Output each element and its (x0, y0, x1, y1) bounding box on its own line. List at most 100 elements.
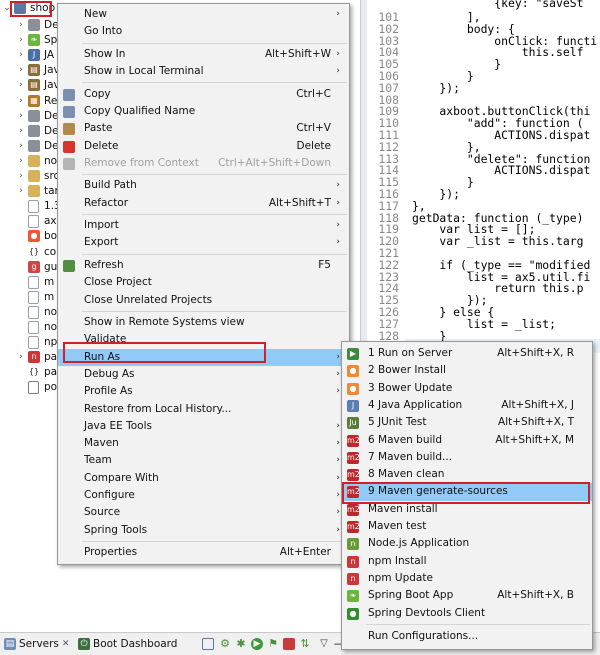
servers-tab-close-icon[interactable]: ✕ (62, 639, 70, 649)
boot-dashboard-tab-label[interactable]: Boot Dashboard (93, 638, 178, 650)
menu-item-copy-qualified-name[interactable]: Copy Qualified Name (58, 103, 349, 120)
profile-icon[interactable]: ⚑ (268, 637, 278, 650)
menu-item-profile-as[interactable]: Profile As› (58, 383, 349, 400)
menu-item-run-as[interactable]: Run As› (58, 348, 349, 366)
menu-item-export[interactable]: Export› (58, 234, 349, 251)
servers-tab-label[interactable]: Servers (19, 638, 59, 650)
menu-item-show-in-local-terminal[interactable]: Show in Local Terminal› (58, 63, 349, 80)
menu-item-close-project[interactable]: Close Project (58, 274, 349, 291)
menu-item-compare-with[interactable]: Compare With› (58, 470, 349, 487)
tree-item-project[interactable]: ⌄shop (0, 1, 360, 16)
tree-item[interactable]: {}pa (0, 365, 60, 380)
menu-item-validate[interactable]: Validate (58, 331, 349, 348)
tree-item[interactable]: ›▦Re (0, 94, 60, 109)
menu-item-go-into[interactable]: Go Into (58, 23, 349, 40)
menu-item-run-configurations[interactable]: Run Configurations... (342, 628, 592, 645)
tree-item-label: De (44, 124, 59, 137)
menu-item-source[interactable]: Source› (58, 504, 349, 521)
new-server-icon[interactable] (202, 638, 214, 650)
tree-item[interactable]: ›tar (0, 184, 60, 199)
tree-item[interactable]: ›De (0, 139, 60, 154)
publish-icon[interactable]: ⇅ (300, 637, 310, 650)
menu-item-spring-devtools-client[interactable]: ●Spring Devtools Client (342, 605, 592, 622)
chevron-right-icon[interactable]: › (19, 140, 23, 151)
tree-item[interactable]: no (0, 305, 60, 320)
tree-item[interactable]: ›❧Sp (0, 33, 60, 48)
tree-item[interactable]: m (0, 275, 60, 290)
chevron-right-icon[interactable]: › (19, 95, 23, 106)
chevron-right-icon[interactable]: › (19, 80, 23, 91)
minimize-icon[interactable]: − (332, 637, 344, 651)
tree-item[interactable]: ›no (0, 154, 60, 169)
tree-item[interactable]: ›src (0, 169, 60, 184)
tree-item[interactable]: ›▤Jav (0, 63, 60, 78)
menu-item-team[interactable]: Team› (58, 452, 349, 469)
tree-item[interactable]: › De (0, 124, 60, 139)
chevron-right-icon[interactable]: › (19, 65, 23, 76)
menu-item-close-unrelated-projects[interactable]: Close Unrelated Projects (58, 292, 349, 309)
menu-item-show-in-remote-systems-view[interactable]: Show in Remote Systems view (58, 314, 349, 331)
tree-item[interactable]: ●bo (0, 229, 60, 244)
menu-item-java-ee-tools[interactable]: Java EE Tools› (58, 418, 349, 435)
chevron-right-icon[interactable]: › (19, 171, 23, 181)
chevron-right-icon[interactable]: › (19, 35, 23, 46)
tree-item[interactable]: 1.3 (0, 199, 61, 214)
view-menu-icon[interactable]: ▽ (320, 638, 328, 649)
debug-icon[interactable]: ✱ (236, 637, 246, 650)
tree-item[interactable]: np (0, 335, 60, 350)
run-icon[interactable]: ▶ (251, 638, 263, 650)
tree-item[interactable]: ›De (0, 18, 60, 33)
stop-icon[interactable] (283, 638, 295, 650)
menu-item-configure[interactable]: Configure› (58, 487, 349, 504)
tree-item[interactable]: ›▤Jav (0, 78, 60, 93)
tree-item[interactable]: ›De (0, 109, 60, 124)
menu-item-new[interactable]: New› (58, 6, 349, 23)
tree-item[interactable]: {}co (0, 245, 60, 260)
menu-item-2-bower-install[interactable]: ●2 Bower Install (342, 362, 592, 379)
menu-item-import[interactable]: Import› (58, 217, 349, 234)
menu-item-3-bower-update[interactable]: ●3 Bower Update (342, 380, 592, 397)
chevron-right-icon[interactable]: › (19, 155, 23, 166)
chevron-down-icon[interactable]: ⌄ (3, 3, 11, 13)
chevron-right-icon[interactable]: › (19, 110, 23, 121)
chevron-right-icon[interactable]: › (19, 20, 23, 30)
menu-item-restore-from-local-history[interactable]: Restore from Local History... (58, 401, 349, 418)
tree-item[interactable]: m (0, 290, 60, 305)
chevron-right-icon[interactable]: › (19, 50, 23, 61)
menu-item-build-path[interactable]: Build Path› (58, 177, 349, 194)
tree-item[interactable]: ax (0, 214, 60, 229)
menu-item-spring-tools[interactable]: Spring Tools› (58, 522, 349, 539)
chevron-right-icon[interactable]: › (19, 186, 23, 197)
menu-item-debug-as[interactable]: Debug As› (58, 366, 349, 383)
chevron-right-icon[interactable]: › (19, 352, 23, 363)
menu-item-maven[interactable]: Maven› (58, 435, 349, 452)
start-icon[interactable]: ⚙ (220, 637, 230, 650)
chevron-right-icon[interactable]: › (19, 125, 23, 136)
tree-item[interactable]: no (0, 320, 60, 335)
